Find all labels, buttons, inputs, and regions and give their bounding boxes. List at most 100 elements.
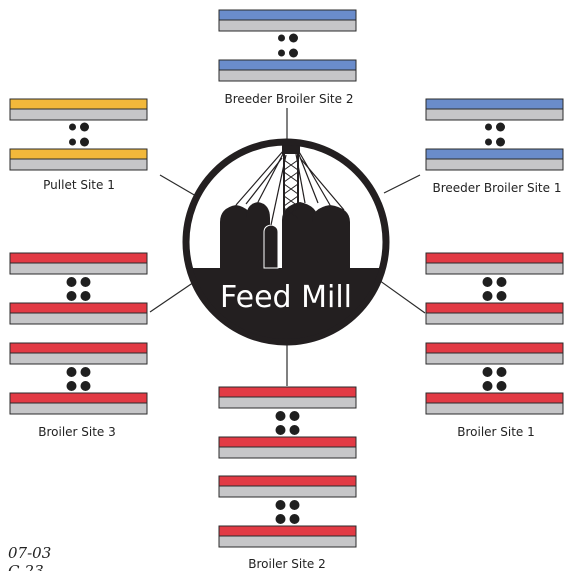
chicken-house (9, 252, 148, 275)
site-breeder-broiler-site-2 (218, 9, 357, 82)
house-base (425, 312, 564, 325)
house-roof (9, 148, 148, 160)
chicken-house (218, 436, 357, 459)
site-label-broiler-site-3: Broiler Site 3 (38, 425, 116, 439)
chicken-house (9, 392, 148, 415)
dot-icon (289, 48, 298, 58)
house-base (218, 19, 357, 32)
dot-icon (80, 381, 91, 391)
house-base (218, 69, 357, 82)
chicken-house (9, 342, 148, 365)
house-base (9, 262, 148, 275)
chicken-house (9, 98, 148, 121)
house-base (9, 108, 148, 121)
dot-icon (275, 425, 286, 435)
house-base (218, 396, 357, 409)
chicken-house (9, 148, 148, 171)
dot-icon (275, 514, 286, 524)
dot-icon (482, 291, 493, 301)
dot-icon (80, 277, 91, 287)
dot-icon (482, 367, 493, 377)
house-roof (218, 386, 357, 398)
chicken-house (425, 98, 564, 121)
dot-icon (66, 277, 77, 287)
connector-breeder-broiler-site-1 (383, 174, 421, 194)
dot-icon (278, 49, 285, 57)
dot-icon (496, 277, 507, 287)
dot-icon (66, 381, 77, 391)
connector-pullet-site-1 (159, 174, 197, 197)
house-base (218, 446, 357, 459)
chicken-house (218, 59, 357, 82)
chicken-house (425, 392, 564, 415)
site-breeder-broiler-site-1 (425, 98, 564, 171)
dot-icon (275, 500, 286, 510)
house-base (9, 158, 148, 171)
chicken-house (425, 148, 564, 171)
dot-icon (482, 381, 493, 391)
site-pullet-site-1 (9, 98, 148, 171)
house-base (425, 402, 564, 415)
house-base (9, 352, 148, 365)
feed-mill-label: Feed Mill (220, 280, 352, 315)
connector-broiler-site-1 (375, 277, 426, 314)
house-roof (218, 436, 357, 448)
house-roof (425, 342, 564, 354)
house-base (425, 352, 564, 365)
dot-icon (496, 137, 505, 147)
dot-icon (289, 411, 300, 421)
site-label-breeder-broiler-site-1: Breeder Broiler Site 1 (433, 181, 562, 195)
dot-icon (80, 137, 89, 147)
dot-icon (496, 367, 507, 377)
dot-icon (485, 138, 492, 146)
house-roof (425, 392, 564, 404)
dot-icon (69, 138, 76, 146)
house-roof (218, 59, 357, 71)
feed-mill: Feed Mill (182, 138, 390, 346)
house-roof (425, 148, 564, 160)
figure-code-line-2: C-23 (8, 562, 44, 571)
dot-icon (496, 381, 507, 391)
dot-icon (278, 34, 285, 42)
dot-icon (485, 123, 492, 131)
house-roof (425, 98, 564, 110)
house-roof (9, 302, 148, 314)
dot-icon (496, 291, 507, 301)
site-broiler-site-1 (425, 252, 564, 415)
house-roof (9, 252, 148, 264)
site-label-broiler-site-1: Broiler Site 1 (457, 425, 535, 439)
house-roof (425, 252, 564, 264)
dot-icon (69, 123, 76, 131)
house-base (425, 108, 564, 121)
house-base (218, 485, 357, 498)
dot-icon (66, 367, 77, 377)
chicken-house (218, 525, 357, 548)
dot-icon (289, 500, 300, 510)
house-roof (218, 475, 357, 487)
dot-icon (80, 122, 89, 132)
site-label-pullet-site-1: Pullet Site 1 (43, 178, 115, 192)
house-roof (425, 302, 564, 314)
house-base (9, 402, 148, 415)
dot-icon (496, 122, 505, 132)
figure-code-line-1: 07-03 (8, 544, 52, 562)
site-broiler-site-2 (218, 386, 357, 548)
dot-icon (80, 291, 91, 301)
chicken-house (425, 302, 564, 325)
site-broiler-site-3 (9, 252, 148, 415)
dot-icon (289, 514, 300, 524)
house-roof (218, 9, 357, 21)
dot-icon (289, 425, 300, 435)
dot-icon (80, 367, 91, 377)
chicken-house (218, 475, 357, 498)
house-base (218, 535, 357, 548)
house-roof (9, 392, 148, 404)
house-roof (9, 98, 148, 110)
chicken-house (9, 302, 148, 325)
dot-icon (482, 277, 493, 287)
chicken-house (425, 342, 564, 365)
dot-icon (289, 33, 298, 43)
dot-icon (275, 411, 286, 421)
site-label-broiler-site-2: Broiler Site 2 (248, 557, 326, 571)
